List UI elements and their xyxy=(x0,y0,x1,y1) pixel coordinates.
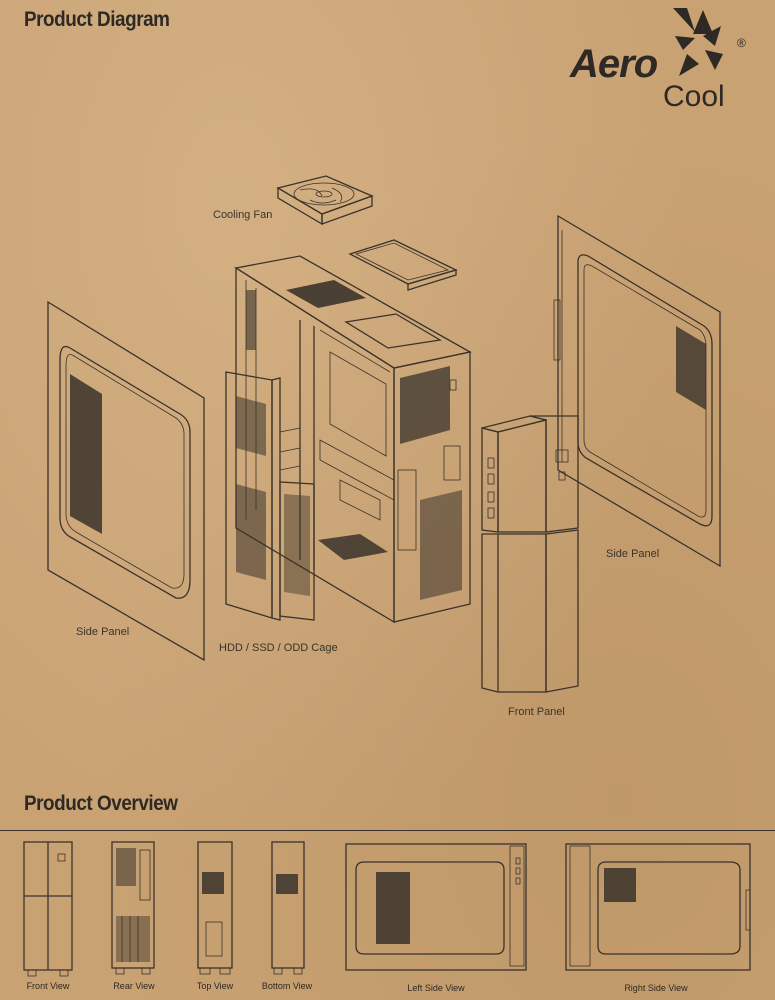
left-side-panel-drawing xyxy=(47,300,205,662)
label-bottom-view: Bottom View xyxy=(261,981,313,991)
label-drive-cage: HDD / SSD / ODD Cage xyxy=(219,642,338,654)
label-front-view: Front View xyxy=(26,981,70,991)
aerocool-logo: Aero Cool ® xyxy=(565,4,765,114)
diagram-heading: Product Diagram xyxy=(24,8,170,31)
label-side-panel-left: Side Panel xyxy=(76,626,130,638)
top-filter-drawing xyxy=(348,239,458,291)
label-rear-view: Rear View xyxy=(113,981,155,991)
label-side-panel-right: Side Panel xyxy=(606,548,660,560)
right-side-panel-drawing xyxy=(553,214,721,568)
cooling-fan-drawing xyxy=(276,175,374,226)
label-cooling-fan: Cooling Fan xyxy=(213,209,273,221)
label-front-panel: Front Panel xyxy=(508,706,565,718)
overview-heading: Product Overview xyxy=(24,792,178,815)
bottom-view-drawing xyxy=(271,841,305,975)
logo-star-icon xyxy=(673,8,723,76)
logo-registered-mark: ® xyxy=(737,36,746,50)
label-right-side-view: Right Side View xyxy=(624,983,688,993)
logo-text-cool: Cool xyxy=(663,80,725,113)
top-view-drawing xyxy=(197,841,233,975)
label-top-view: Top View xyxy=(196,981,234,991)
label-left-side-view: Left Side View xyxy=(407,983,465,993)
front-panel-drawing xyxy=(481,415,579,693)
right-side-view-drawing xyxy=(565,843,751,971)
drive-cage-drawing xyxy=(225,371,315,621)
logo-text-aero: Aero xyxy=(570,42,658,86)
rear-view-drawing xyxy=(111,841,155,975)
overview-top-rule xyxy=(0,830,775,831)
left-side-view-drawing xyxy=(345,843,527,971)
front-view-drawing xyxy=(23,841,73,977)
